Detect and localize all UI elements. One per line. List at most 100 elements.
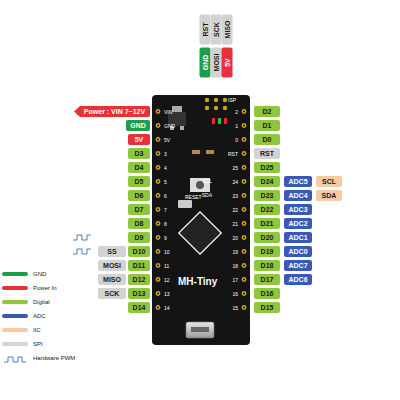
pin-label: ADC5 [284, 176, 312, 187]
pin-name: D4 [135, 162, 144, 173]
pin-name: D14 [133, 302, 146, 313]
silkscreen-label: 19 [232, 249, 238, 255]
pin-name: D17 [261, 274, 274, 285]
pin-name: MISO [222, 20, 233, 38]
pin-label: SDA [316, 190, 342, 201]
pin-label: ADC4 [284, 190, 312, 201]
pin-label: D21 [254, 218, 280, 229]
silkscreen-label: 5V [164, 137, 170, 143]
pin-label: D12 [128, 274, 150, 285]
pin-name: D6 [135, 190, 144, 201]
pin-label: ADC2 [284, 218, 312, 229]
silkscreen-label: 3 [164, 151, 167, 157]
pin-label: 5V [222, 47, 233, 77]
legend-swatch [2, 342, 28, 346]
pin-name: D10 [133, 246, 146, 257]
pin-name: D3 [135, 148, 144, 159]
pin-label: D15 [254, 302, 280, 313]
pin-name: D23 [261, 190, 274, 201]
legend-text: Hardware PWM [33, 354, 75, 362]
pin-label: MOSI [211, 47, 222, 77]
pin-name: D19 [261, 246, 274, 257]
pin-label: D4 [128, 162, 150, 173]
silkscreen-label: 14 [164, 305, 170, 311]
legend-text: Digital [33, 298, 50, 306]
silkscreen-label: 6 [164, 193, 167, 199]
legend-text: IIC [33, 326, 41, 334]
pin-label: MISO [222, 14, 233, 44]
silkscreen-label: 16 [232, 291, 238, 297]
silkscreen-label: 15 [232, 305, 238, 311]
silkscreen-label: 22 [232, 207, 238, 213]
silkscreen-label: 4 [164, 165, 167, 171]
silkscreen-label: 11 [164, 263, 169, 269]
pin-name: 5V [135, 134, 144, 145]
pin-name: SCK [105, 288, 120, 299]
pin-name: MISO [103, 274, 121, 285]
pin-name: D1 [263, 120, 272, 131]
silkscreen-label: 1 [235, 123, 238, 129]
pin-label: 5V [128, 134, 150, 145]
pin-name: D11 [133, 260, 145, 271]
pin-name: MOSI [103, 260, 121, 271]
pin-name: SCK [211, 22, 222, 37]
pin-name: D0 [263, 134, 272, 145]
pin-name: SS [107, 246, 116, 257]
pin-label: D25 [254, 162, 280, 173]
silkscreen-label: 7 [164, 207, 167, 213]
pin-label: D2 [254, 106, 280, 117]
pin-label: D14 [128, 302, 150, 313]
pin-label: MOSI [98, 260, 126, 271]
pin-name: D5 [135, 176, 144, 187]
pin-name: D7 [135, 204, 144, 215]
pin-label: D10 [128, 246, 150, 257]
pin-name: ADC2 [288, 218, 307, 229]
pin-label: D24 [254, 176, 280, 187]
legend-text: SPI [33, 340, 43, 348]
legend-swatch [2, 286, 28, 290]
pin-name: D12 [133, 274, 146, 285]
silkscreen-label: 2 [235, 109, 238, 115]
pin-name: ADC0 [288, 246, 307, 257]
legend-swatch [2, 328, 28, 332]
pin-label: D13 [128, 288, 150, 299]
pin-label: D20 [254, 232, 280, 243]
silkscreen-label: 0 [235, 137, 238, 143]
pin-name: D25 [261, 162, 274, 173]
pin-label: D0 [254, 134, 280, 145]
pin-label: D1 [254, 120, 280, 131]
pin-name: MOSI [211, 53, 222, 71]
silkscreen-label: VIN [164, 109, 172, 115]
legend-swatch [2, 272, 28, 276]
legend-swatch [2, 314, 28, 318]
pin-label: GND [200, 47, 211, 77]
pin-label: GND [126, 120, 150, 131]
pin-label: D8 [128, 218, 150, 229]
silkscreen-label: 24 [232, 179, 238, 185]
pin-name: Power : VIN 7~12V [84, 106, 145, 117]
pin-name: ADC4 [288, 190, 307, 201]
silkscreen-label: 13 [164, 291, 170, 297]
pin-name: D22 [261, 204, 274, 215]
pin-label: SS [98, 246, 126, 257]
silkscreen-label: SDA [202, 192, 212, 198]
pin-label: D16 [254, 288, 280, 299]
silkscreen-label: RST [228, 151, 238, 157]
pin-label: D6 [128, 190, 150, 201]
pin-name: D16 [261, 288, 274, 299]
pin-name: SDA [322, 190, 337, 201]
pin-label: D23 [254, 190, 280, 201]
pin-label: D19 [254, 246, 280, 257]
silkscreen-label: 10 [164, 249, 170, 255]
legend-text: GND [33, 270, 46, 278]
pin-label: ADC6 [284, 274, 312, 285]
pin-name: D13 [133, 288, 146, 299]
pin-name: D15 [261, 302, 274, 313]
pin-label: D5 [128, 176, 150, 187]
silkscreen-label: SCL [202, 178, 212, 184]
pin-name: SCL [322, 176, 336, 187]
silkscreen-label: 25 [232, 165, 238, 171]
pin-name: ADC7 [288, 260, 307, 271]
pin-name: D21 [261, 218, 274, 229]
